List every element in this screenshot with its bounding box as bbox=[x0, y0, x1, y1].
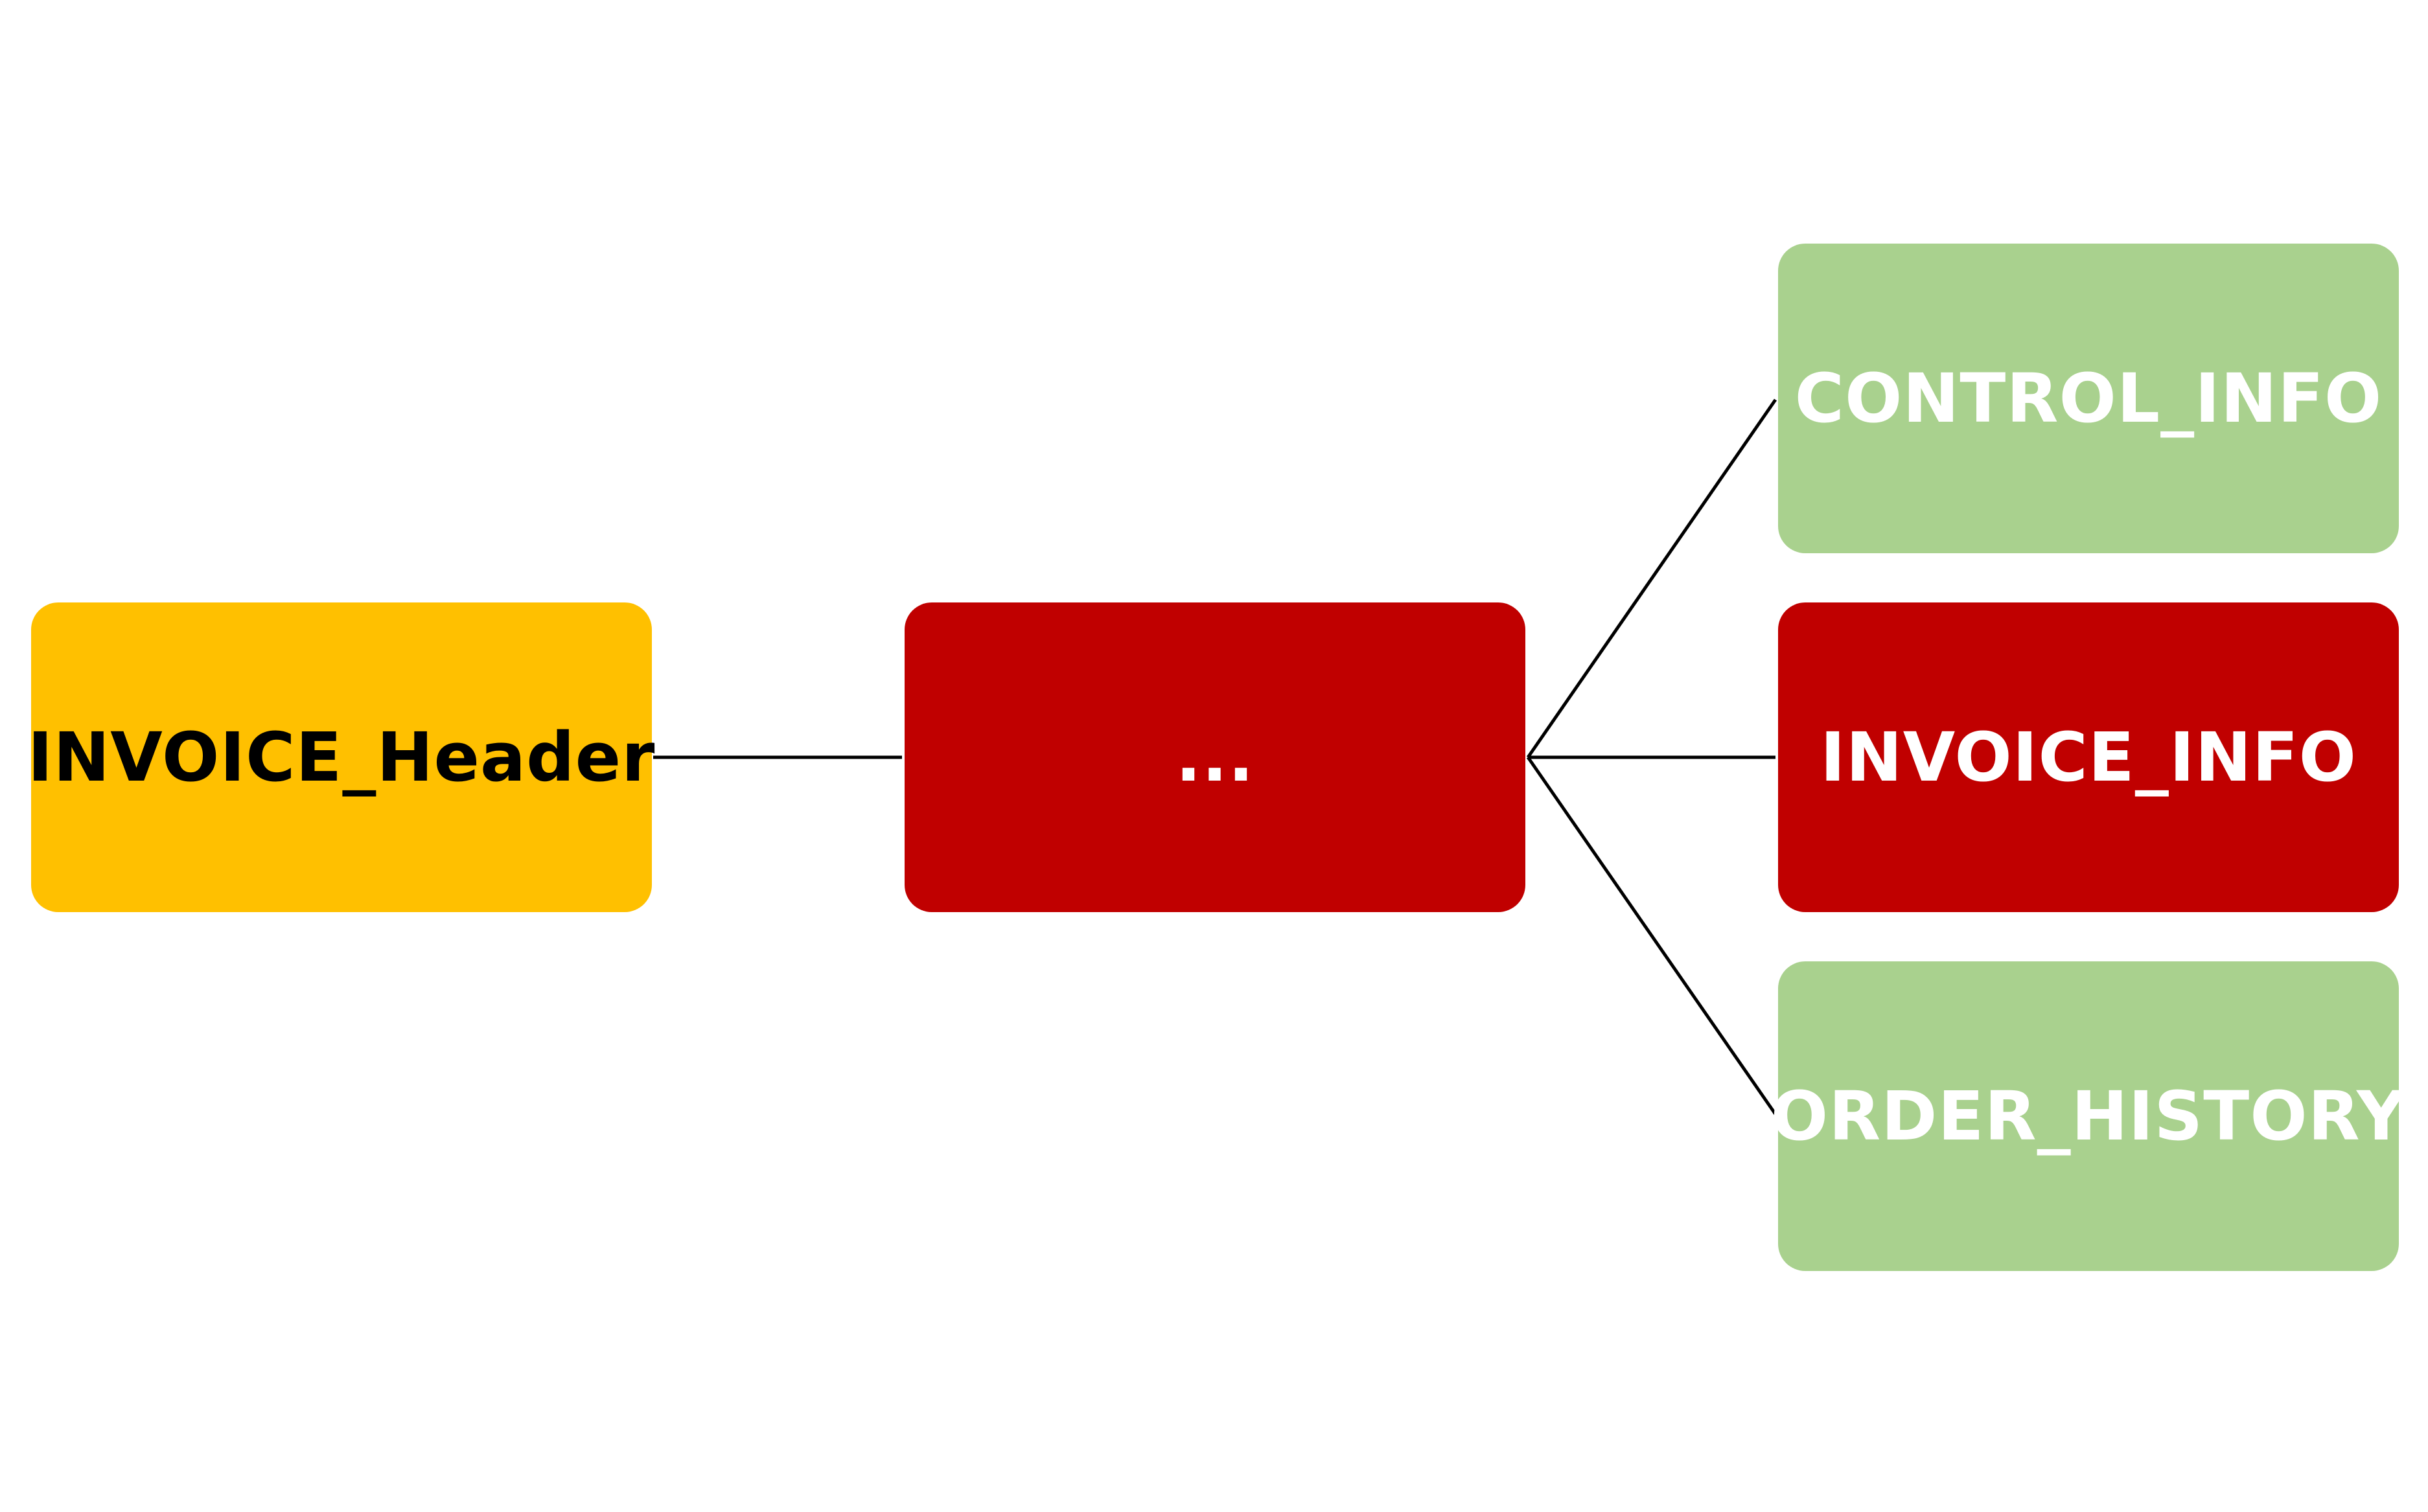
node-order-history-label: ORDER_HISTORY bbox=[1770, 1077, 2407, 1156]
node-invoice-header-label: INVOICE_Header bbox=[27, 718, 656, 797]
node-invoice-header[interactable]: INVOICE_Header bbox=[28, 602, 654, 912]
node-invoice-info[interactable]: INVOICE_INFO bbox=[1778, 602, 2399, 912]
node-control-info[interactable]: CONTROL_INFO bbox=[1778, 244, 2399, 553]
node-invoice-info-label: INVOICE_INFO bbox=[1820, 718, 2357, 797]
edge-middle-to-control-info bbox=[1526, 398, 1777, 759]
edge-middle-to-order-history bbox=[1526, 756, 1777, 1116]
node-ellipsis[interactable]: ... bbox=[905, 602, 1525, 912]
node-control-info-label: CONTROL_INFO bbox=[1794, 359, 2383, 438]
node-ellipsis-label: ... bbox=[1175, 718, 1254, 797]
node-order-history[interactable]: ORDER_HISTORY bbox=[1771, 961, 2405, 1271]
